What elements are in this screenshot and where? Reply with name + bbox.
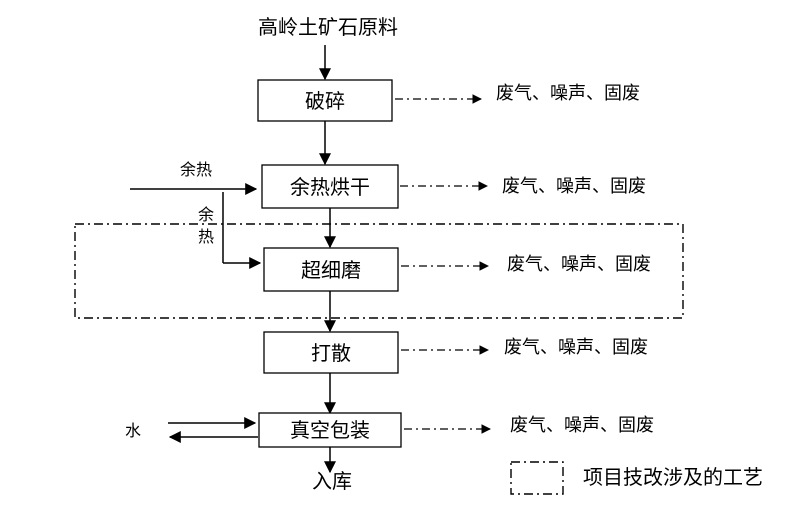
emission-dry: 废气、噪声、固废 <box>502 176 646 197</box>
step-crush: 破碎 <box>257 79 393 122</box>
legend-label: 项目技改涉及的工艺 <box>583 465 763 489</box>
emission-grind: 废气、噪声、固废 <box>507 254 651 275</box>
svg-text:超细磨: 超细磨 <box>301 258 361 282</box>
emission-crush: 废气、噪声、固废 <box>496 83 640 104</box>
legend-swatch <box>510 461 564 495</box>
step-dry: 余热烘干 <box>261 164 399 209</box>
step-grind: 超细磨 <box>263 247 399 292</box>
waste-heat-label: 余热 <box>180 160 212 179</box>
emission-pack: 废气、噪声、固废 <box>510 415 654 436</box>
upgrade-scope-box <box>74 223 684 319</box>
svg-text:打散: 打散 <box>311 341 351 365</box>
step-scatter: 打散 <box>263 331 399 374</box>
svg-text:真空包装: 真空包装 <box>290 418 370 442</box>
svg-text:破碎: 破碎 <box>305 89 345 113</box>
svg-text:余热烘干: 余热烘干 <box>290 175 370 199</box>
legend: 项目技改涉及的工艺 <box>510 461 763 495</box>
step-pack: 真空包装 <box>258 412 402 448</box>
emission-scatter: 废气、噪声、固废 <box>504 337 648 358</box>
storage-label: 入库 <box>312 469 352 493</box>
waste-heat-vertical-1: 余 <box>198 205 214 224</box>
water-label: 水 <box>125 421 141 440</box>
raw-material-label: 高岭土矿石原料 <box>258 15 398 39</box>
waste-heat-vertical-2: 热 <box>198 227 214 246</box>
